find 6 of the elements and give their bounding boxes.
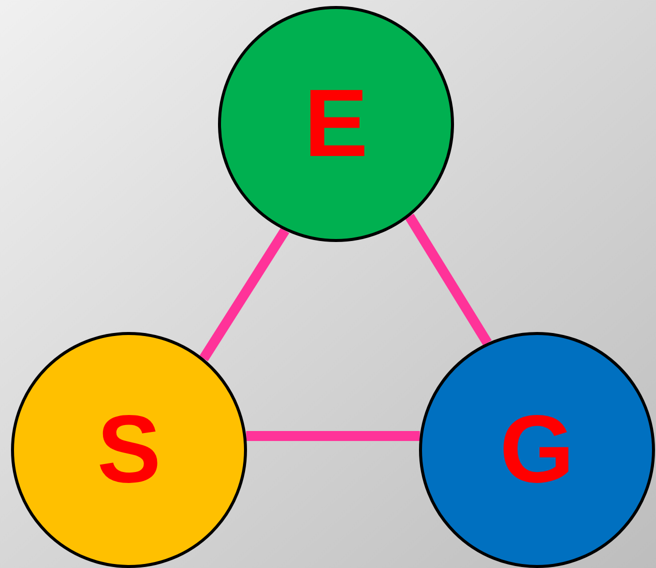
connector-line bbox=[199, 228, 290, 362]
connector-line bbox=[246, 431, 420, 441]
node-letter: S bbox=[96, 402, 162, 498]
node-letter: G bbox=[500, 402, 574, 498]
connector-line bbox=[405, 214, 492, 346]
node-letter: E bbox=[304, 76, 368, 172]
